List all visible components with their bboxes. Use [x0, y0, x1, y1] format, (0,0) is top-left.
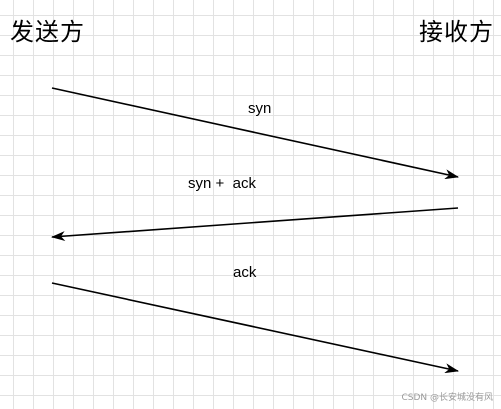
message-label-ack: ack [233, 264, 257, 281]
message-label-syn-ack: syn + ack [188, 175, 256, 192]
arrow-ack [51, 282, 459, 374]
arrow-syn-ack [51, 207, 459, 242]
arrow-syn [51, 87, 459, 180]
watermark: CSDN @长安城没有风 [401, 393, 493, 403]
receiver-label: 接收方 [419, 18, 494, 46]
message-label-syn: syn [248, 100, 272, 117]
sender-label: 发送方 [10, 18, 85, 46]
